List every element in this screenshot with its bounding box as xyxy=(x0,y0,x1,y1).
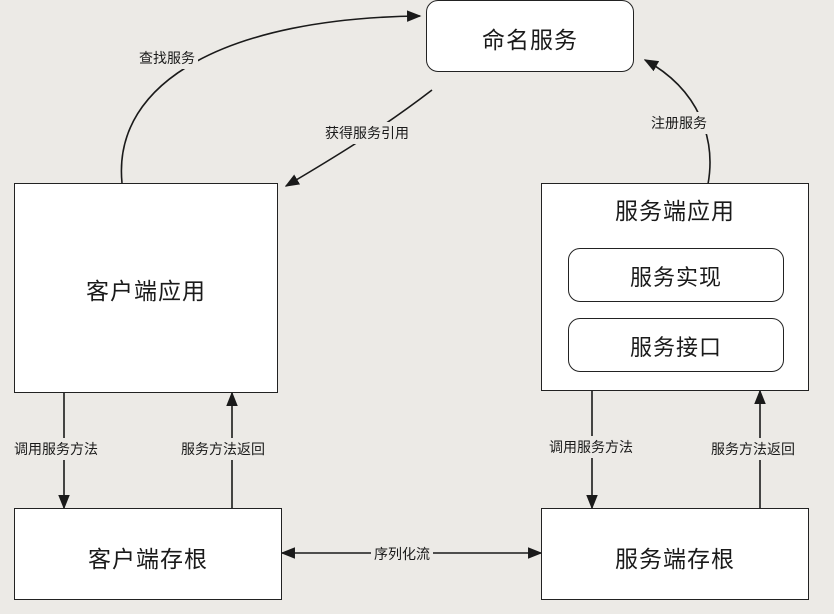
naming-service-title: 命名服务 xyxy=(482,28,578,54)
client-method-return-label: 服务方法返回 xyxy=(178,438,268,460)
server-app-node: 服务端应用 服务实现 服务接口 xyxy=(541,183,809,391)
client-stub-title: 客户端存根 xyxy=(88,547,208,573)
server-stub-node: 服务端存根 xyxy=(541,508,809,600)
client-app-title: 客户端应用 xyxy=(86,279,206,305)
service-interface-title: 服务接口 xyxy=(629,336,722,361)
server-call-method-label: 调用服务方法 xyxy=(546,436,636,458)
naming-service-node: 命名服务 xyxy=(426,0,634,72)
client-call-method-label: 调用服务方法 xyxy=(11,438,101,460)
server-stub-title: 服务端存根 xyxy=(615,547,735,573)
find-service-label: 查找服务 xyxy=(136,47,198,69)
service-impl-node: 服务实现 xyxy=(568,248,784,302)
service-impl-title: 服务实现 xyxy=(629,266,722,291)
server-app-title: 服务端应用 xyxy=(615,199,735,225)
get-service-ref-label: 获得服务引用 xyxy=(322,122,412,144)
client-stub-node: 客户端存根 xyxy=(14,508,282,600)
register-service-label: 注册服务 xyxy=(648,112,710,134)
client-app-node: 客户端应用 xyxy=(14,183,278,393)
server-method-return-label: 服务方法返回 xyxy=(708,438,798,460)
find-service-arrow xyxy=(120,10,422,184)
service-interface-node: 服务接口 xyxy=(568,318,784,372)
serialize-stream-label: 序列化流 xyxy=(371,543,433,565)
